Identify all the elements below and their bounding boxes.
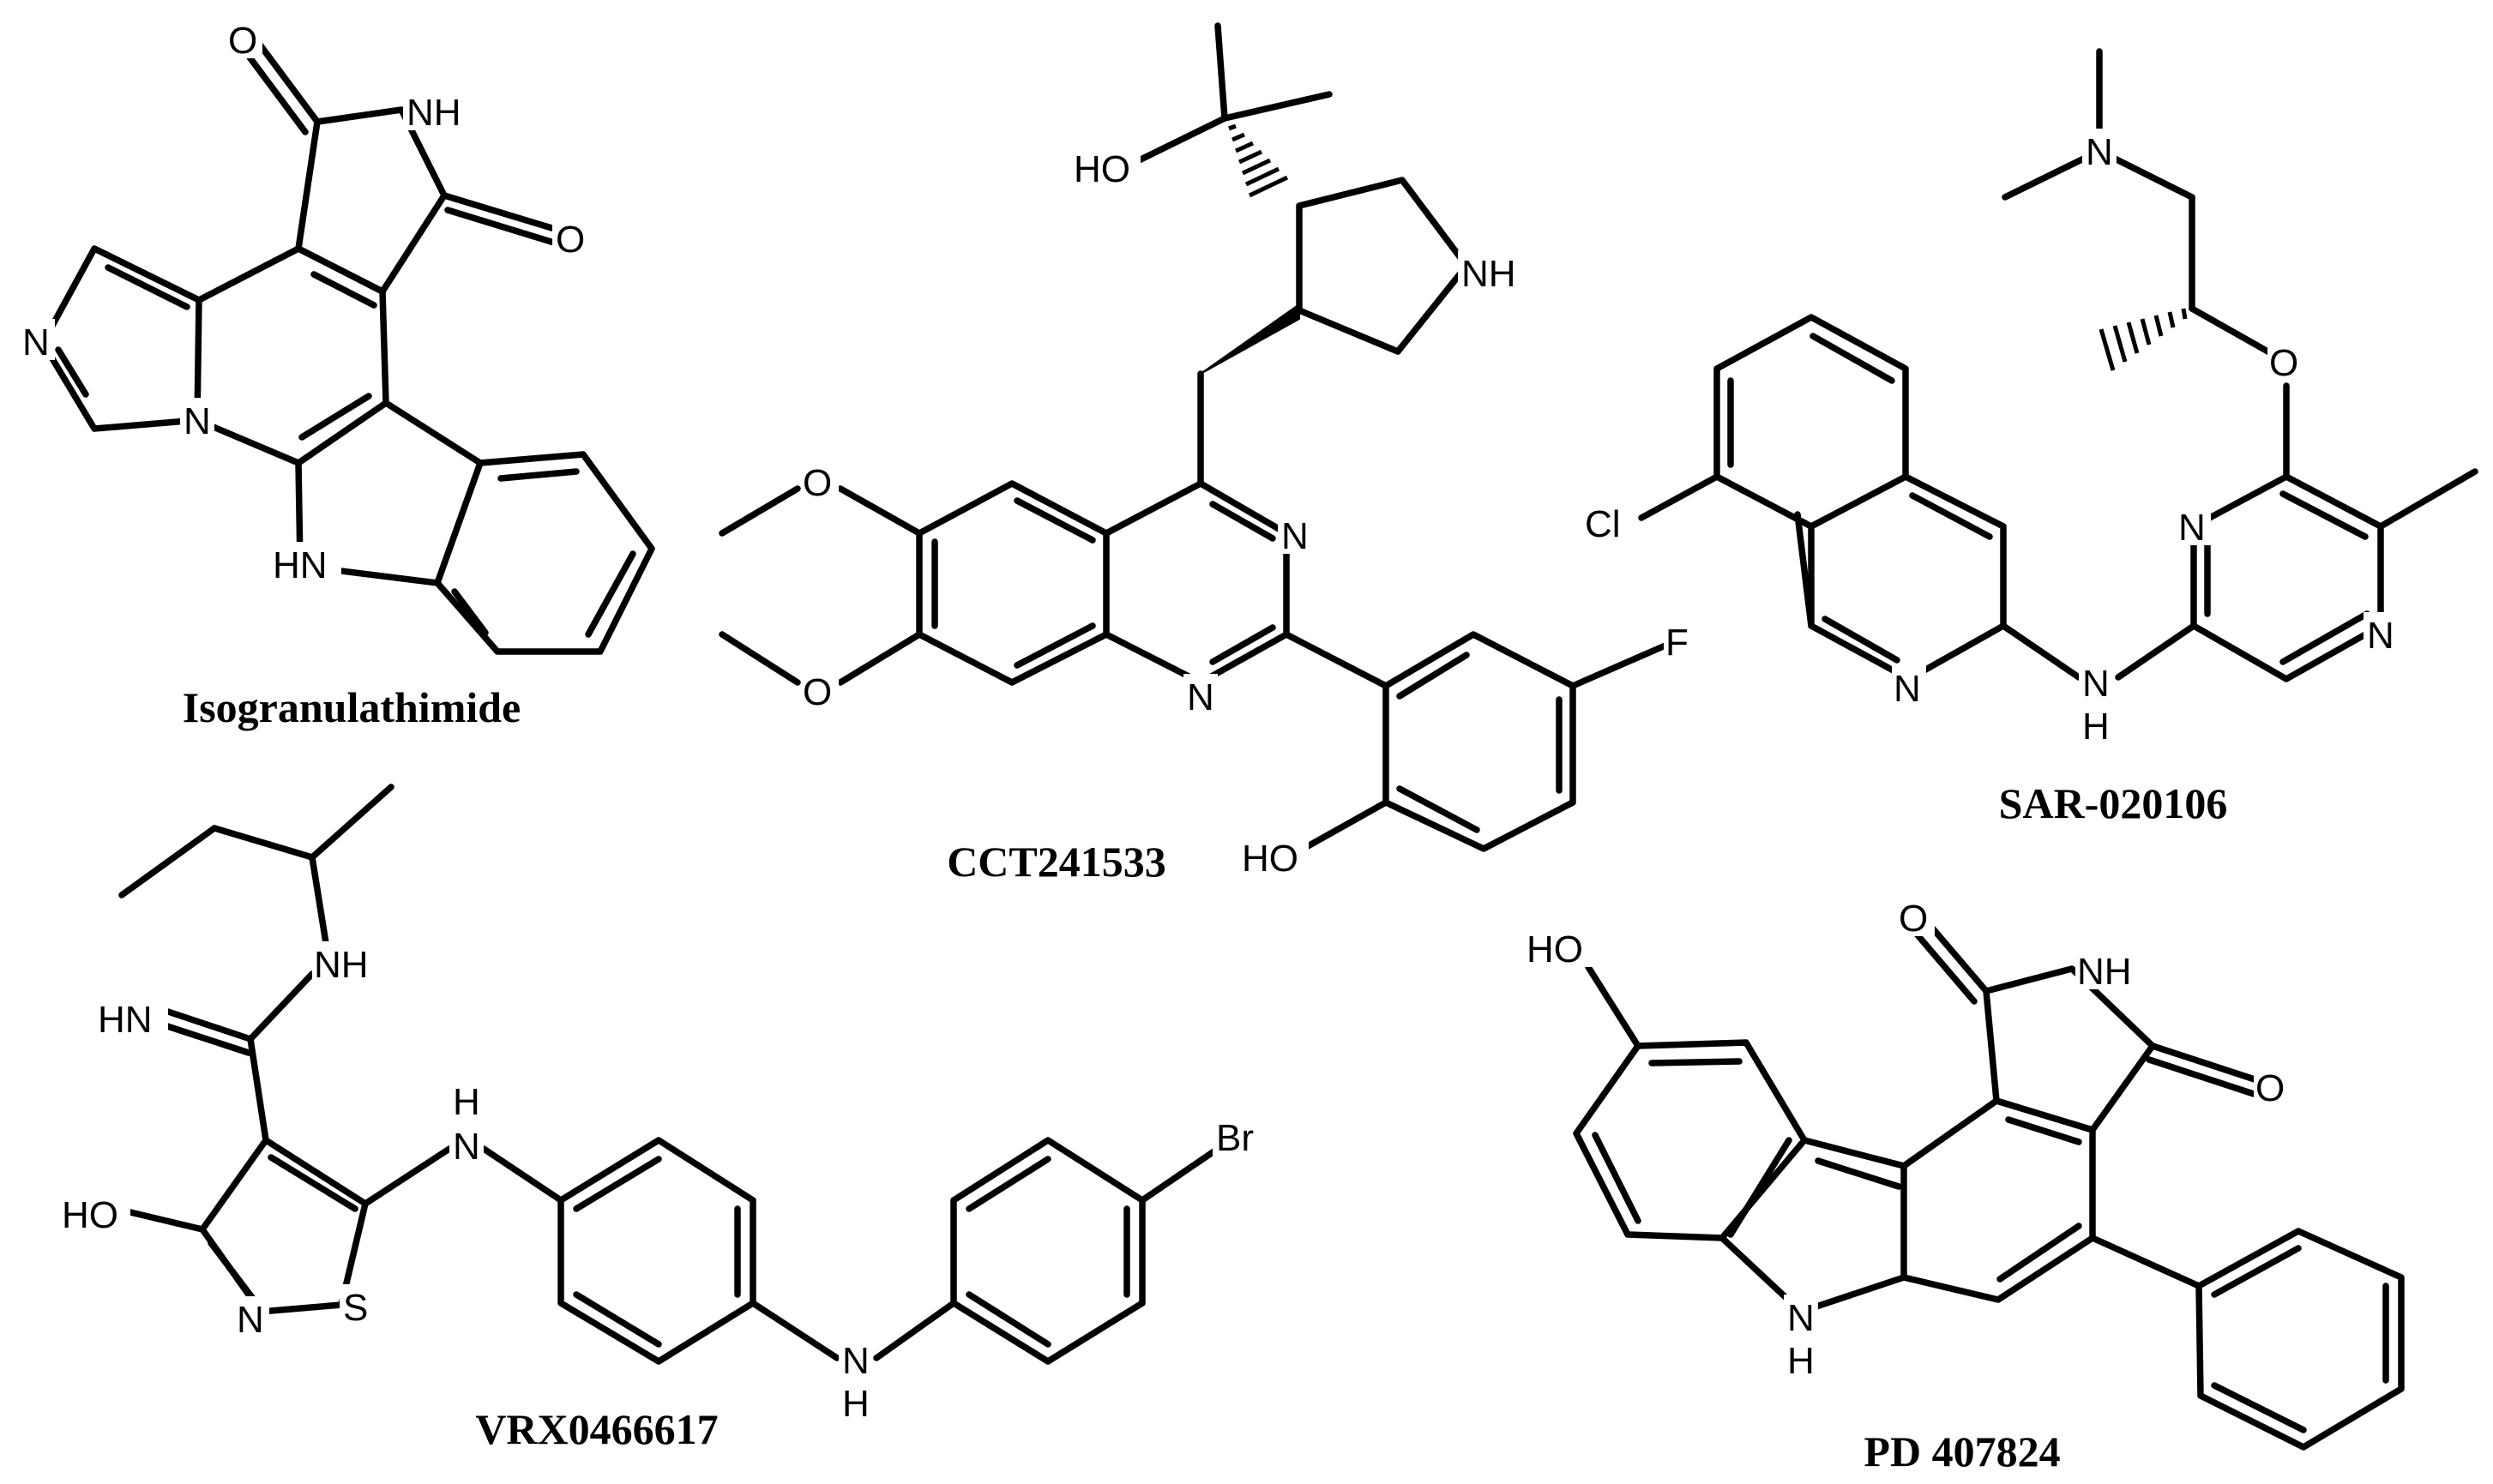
atom-label-n: N [2367, 615, 2394, 657]
atom-label-n: N [1894, 668, 1921, 710]
atom-label-n: N [2086, 131, 2113, 173]
atom-label-s: S [343, 1287, 368, 1329]
atom-label-br: Br [1216, 1117, 1254, 1159]
atom-labels-cct241533: HO NH O O N N F HO [801, 146, 1693, 880]
atom-labels-vrx0466617: NH HN H N Br HO N S N H [60, 941, 1266, 1425]
atom-labels-isogranulathimide: O NH O N N HN [21, 17, 590, 586]
atom-label-nh: NH [314, 944, 369, 986]
atom-labels-pd407824: HO O NH O N H [1525, 895, 2291, 1382]
atom-label-h: H [1787, 1340, 1815, 1382]
atom-label-cl: Cl [1585, 503, 1621, 545]
atom-label-h: H [2082, 706, 2110, 748]
bonds-sar020106 [1638, 48, 2478, 682]
atom-label-n: N [2178, 507, 2206, 549]
atom-label-nh: NH [1461, 253, 1516, 295]
atom-label-o: O [556, 219, 585, 261]
atom-label-n: N [453, 1126, 480, 1168]
compound-name: VRX0466617 [475, 1405, 718, 1453]
hashed-bond [1228, 123, 1289, 198]
atom-label-n: N [2082, 663, 2110, 705]
compound-name: SAR-020106 [1999, 779, 2228, 827]
atom-label-o: O [803, 462, 832, 504]
atom-label-h: H [453, 1081, 480, 1123]
atom-label-n: N [1187, 676, 1214, 718]
atom-label-nh: NH [2077, 951, 2132, 993]
bonds-vrx0466617 [118, 784, 1221, 1365]
atom-label-o: O [1899, 898, 1928, 940]
atom-label-ho: HO [1242, 838, 1298, 880]
compound-vrx0466617: NH HN H N Br HO N S N H VRX0466617 [60, 784, 1266, 1453]
atom-labels-sar020106: N O Cl N N N N H [1583, 129, 2398, 748]
atom-label-nh: NH [406, 92, 461, 134]
compound-cct241533: HO NH O O N N F HO CCT241533 [719, 22, 1693, 886]
atom-label-ho: HO [1527, 928, 1583, 970]
atom-label-f: F [1665, 622, 1689, 664]
atom-label-ho: HO [1074, 148, 1130, 190]
bonds-pd407824 [1573, 917, 2405, 1451]
atom-label-ho: HO [62, 1194, 118, 1236]
bonds-cct241533 [719, 22, 1671, 854]
atom-label-n: N [1281, 515, 1309, 557]
atom-label-n: N [1787, 1297, 1815, 1339]
atom-label-n: N [842, 1340, 870, 1382]
compound-name: PD 407824 [1864, 1427, 2060, 1475]
compound-name: CCT241533 [947, 838, 1166, 886]
atom-label-o: O [2269, 342, 2298, 384]
atom-label-h: H [842, 1383, 870, 1425]
compound-name: Isogranulathimide [183, 683, 521, 731]
atom-label-n: N [237, 1299, 264, 1341]
compound-sar020106: N O Cl N N N N H SAR-020106 [1583, 48, 2478, 827]
atom-label-n: N [22, 321, 50, 363]
atom-label-hn: HN [273, 544, 328, 586]
compound-pd407824: HO O NH O N H PD 407824 [1525, 895, 2405, 1475]
compound-isogranulathimide: O NH O N N HN Isogranulathimide [21, 17, 655, 731]
atom-label-hn: HN [98, 999, 153, 1041]
atom-label-o: O [2255, 1067, 2285, 1109]
hashed-bond [2099, 308, 2188, 371]
atom-label-o: O [228, 20, 257, 62]
atom-label-o: O [803, 671, 832, 713]
atom-label-n: N [184, 400, 211, 442]
bonds-isogranulathimide [39, 38, 655, 655]
